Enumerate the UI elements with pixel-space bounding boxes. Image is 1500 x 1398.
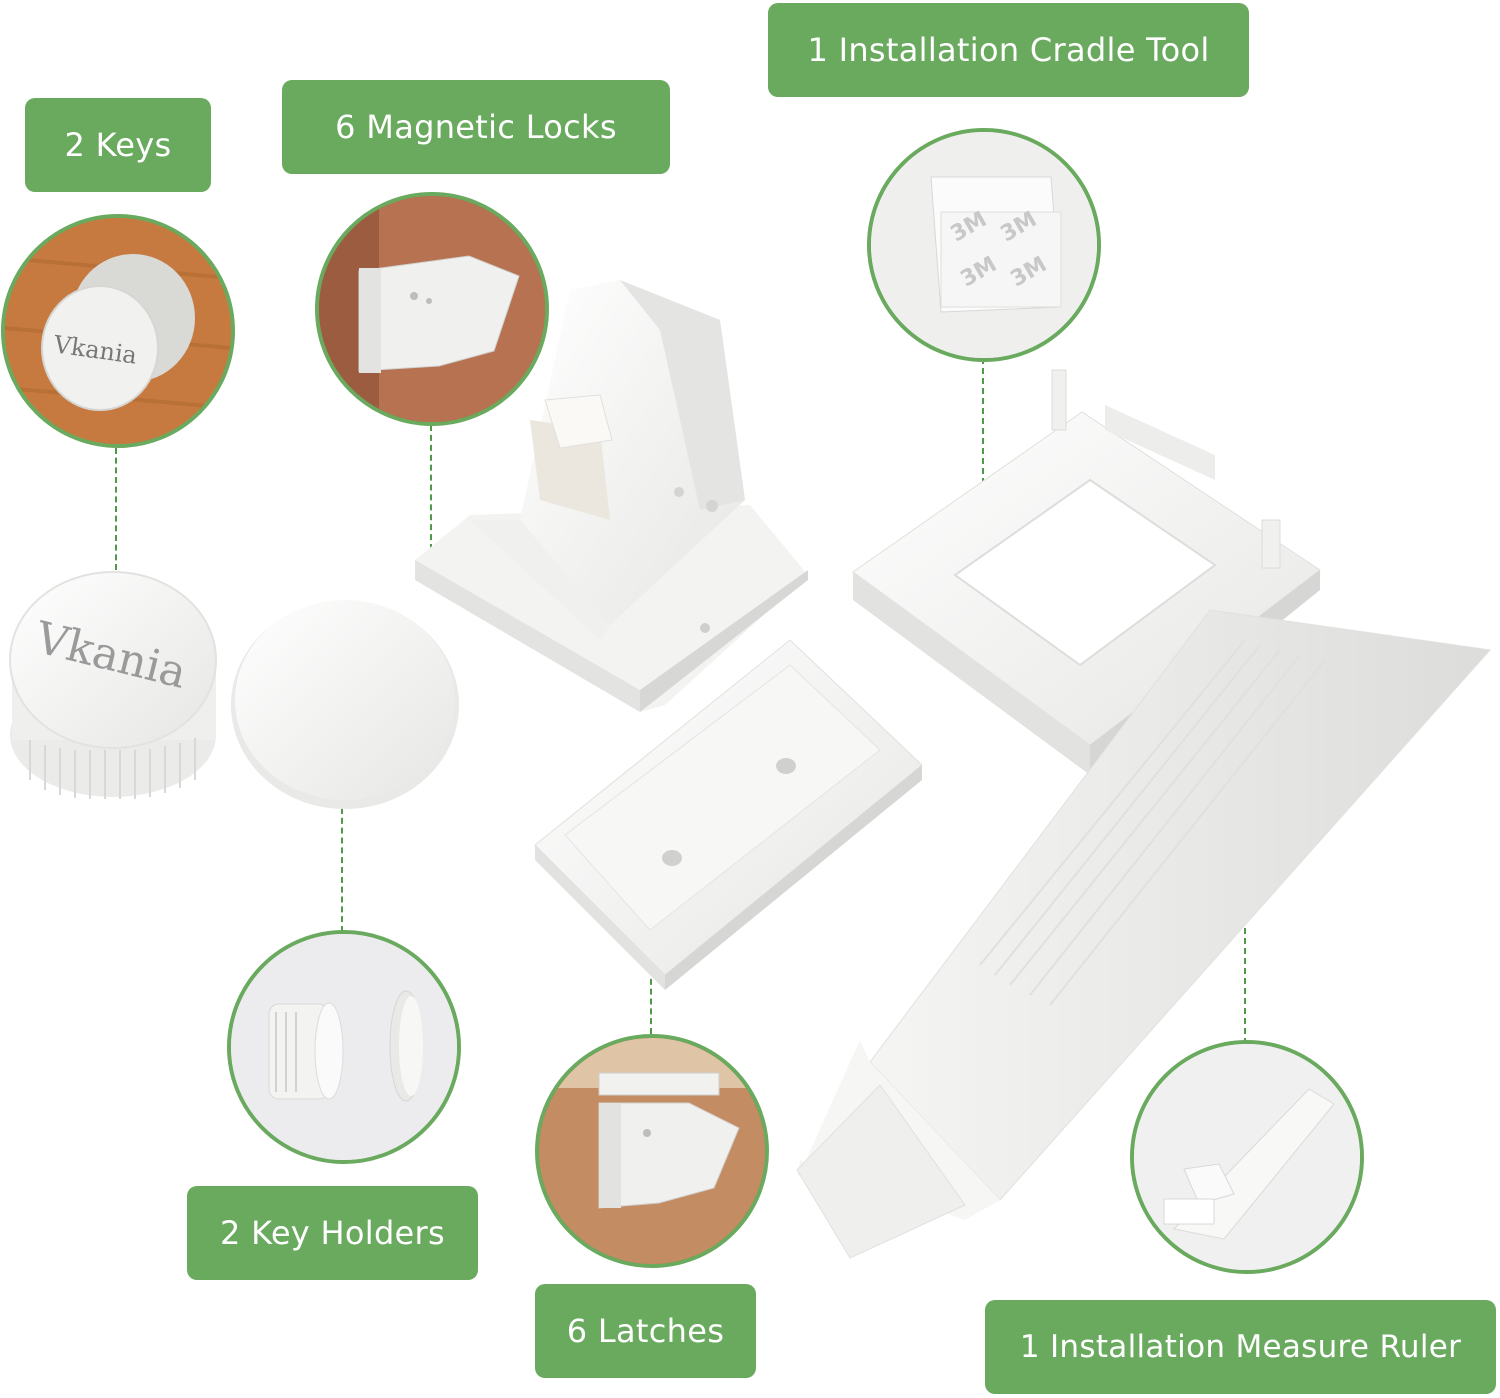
key-product: Vkania — [9, 571, 217, 799]
key-closeup-circle: Vkania — [1, 214, 235, 448]
latch-closeup-circle — [535, 1034, 769, 1268]
connector-locks — [430, 425, 432, 550]
connector-key-holders — [341, 808, 343, 932]
label-measure-ruler: 1 Installation Measure Ruler — [985, 1300, 1496, 1394]
label-magnetic-locks: 6 Magnetic Locks — [282, 80, 670, 174]
magnetic-lock-closeup-circle — [315, 192, 549, 426]
key-holder-product — [231, 600, 459, 809]
connector-ruler — [1244, 918, 1246, 1044]
magnetic-lock-product — [415, 280, 808, 712]
connector-keys — [115, 448, 117, 570]
label-key-holders: 2 Key Holders — [187, 1186, 478, 1280]
cradle-tool-closeup-circle: 3M 3M 3M 3M — [867, 128, 1101, 362]
measure-ruler-closeup-circle — [1130, 1040, 1364, 1274]
label-latches: 6 Latches — [535, 1284, 756, 1378]
label-keys: 2 Keys — [25, 98, 211, 192]
latch-product — [534, 639, 923, 990]
key-holder-closeup-circle — [227, 930, 461, 1164]
measure-ruler-product — [796, 609, 1491, 1259]
connector-cradle — [982, 358, 984, 484]
label-cradle-tool: 1 Installation Cradle Tool — [768, 3, 1249, 97]
